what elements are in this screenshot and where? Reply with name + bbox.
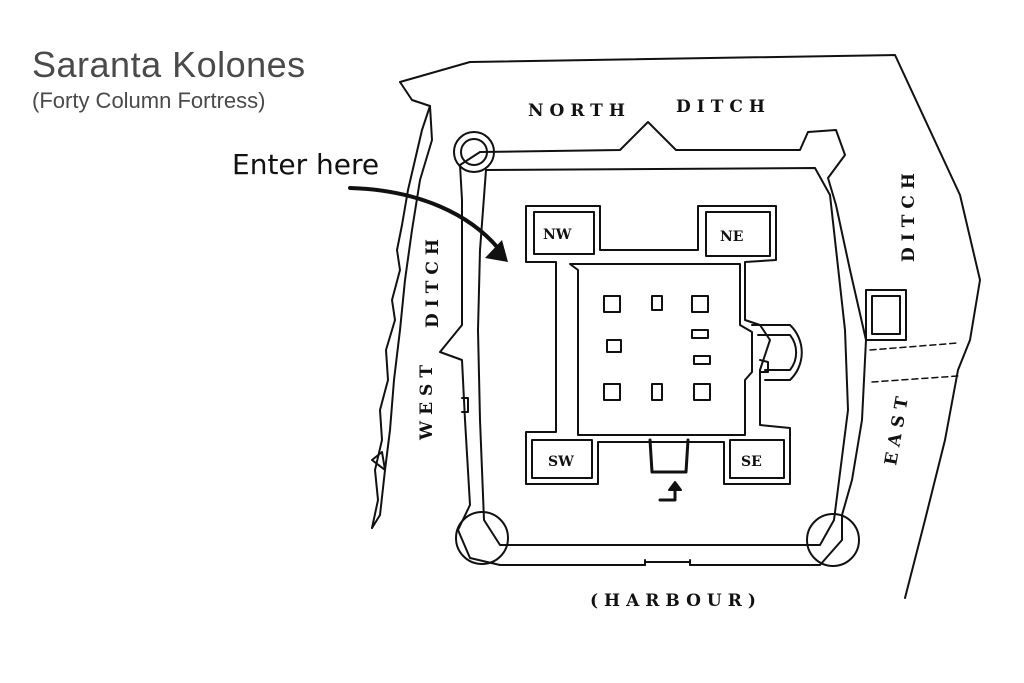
west-label: WEST — [417, 359, 437, 441]
keep-wall-outer — [525, 205, 791, 485]
map-subtitle: (Forty Column Fortress) — [32, 88, 266, 113]
tower-nw-round — [453, 131, 495, 173]
harbour-label: (HARBOUR) — [590, 591, 762, 611]
inner-wall — [477, 167, 849, 546]
map-title: Saranta Kolones — [32, 44, 306, 85]
tower-ne-label: NE — [720, 229, 743, 245]
tower-nw-label: NW — [543, 227, 572, 243]
west-coastline-inner — [371, 105, 433, 529]
outer-ditch-boundary — [399, 54, 981, 599]
outer-wall — [439, 121, 867, 566]
north-ditch-label: DITCH — [676, 97, 771, 117]
tower-sw-round — [455, 511, 509, 565]
west-ditch-label: DITCH — [423, 233, 443, 328]
north-label: NORTH — [528, 101, 631, 121]
east-label: EAST — [881, 389, 914, 466]
entrance-gate — [648, 438, 690, 474]
tower-se-round — [806, 513, 860, 567]
enter-here-callout: Enter here — [232, 148, 380, 181]
apse — [751, 324, 803, 381]
east-rectangle — [865, 289, 907, 341]
east-ditch-label: DITCH — [899, 167, 919, 262]
tower-sw-label: SW — [548, 454, 574, 470]
tower-se-label: SE — [741, 454, 762, 470]
west-coastline — [371, 81, 431, 529]
keep-wall-inner — [569, 263, 753, 436]
enter-arrow — [348, 186, 508, 262]
